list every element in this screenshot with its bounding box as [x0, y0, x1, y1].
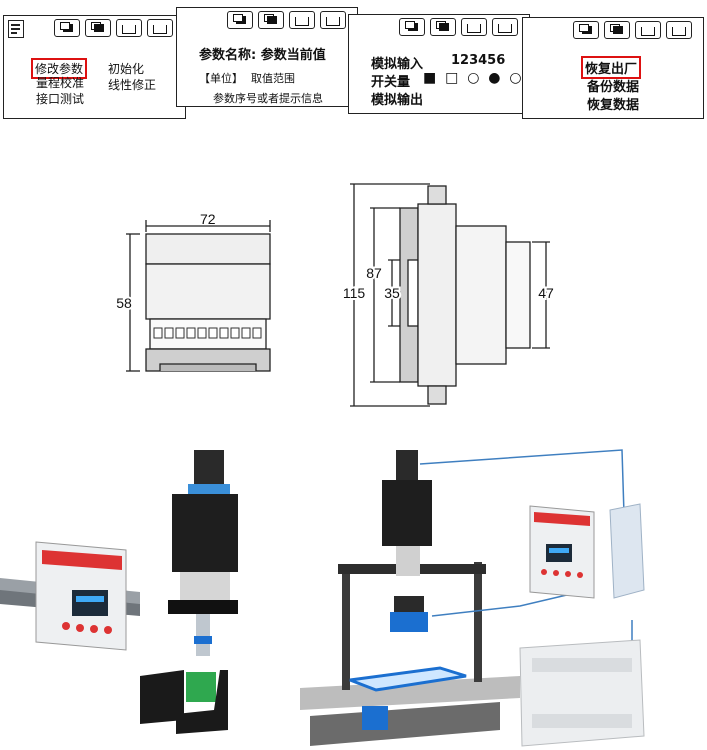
dim-front-width: 72	[200, 211, 216, 227]
return-icon[interactable]	[461, 18, 487, 36]
dim-side-inner: 35	[384, 285, 400, 301]
din-rail-meter	[0, 541, 140, 651]
dim-side-total: 115	[343, 285, 366, 301]
menu-item-backup[interactable]: 备份数据	[587, 80, 640, 95]
servo-press-assembly	[140, 450, 238, 734]
switch-status-icons: ■ □ ○ ● ○	[423, 70, 524, 86]
menu-item-range-calibration[interactable]: 量程校准	[36, 76, 85, 90]
terminal-row	[153, 327, 262, 339]
analog-input-value: 123456	[451, 53, 506, 68]
front-view	[126, 220, 271, 372]
menu-item-factory-reset[interactable]: 恢复出厂	[581, 56, 642, 79]
menu-item-modify-params[interactable]: 修改参数	[31, 58, 88, 79]
din-meter-right	[529, 505, 595, 599]
dim-side-mid: 87	[366, 265, 382, 281]
power-supply	[609, 503, 645, 599]
dim-front-height: 58	[116, 295, 132, 311]
plc-module	[519, 639, 645, 747]
return-icon[interactable]	[147, 19, 173, 37]
param-range: 取值范围	[251, 72, 295, 85]
analog-input-label: 模拟输入	[371, 57, 424, 72]
application-illustrations	[0, 449, 645, 747]
return-icon[interactable]	[492, 18, 518, 36]
window-icon[interactable]	[258, 11, 284, 29]
signal-wires	[419, 449, 633, 661]
return-icon[interactable]	[635, 21, 661, 39]
test-stand	[300, 450, 520, 746]
switch-label: 开关量	[371, 75, 411, 90]
param-hint: 参数序号或者提示信息	[213, 92, 323, 105]
param-unit: 【单位】	[199, 72, 243, 85]
window-icon[interactable]	[399, 18, 425, 36]
restore-panel: 恢复出厂 备份数据 恢复数据	[522, 17, 704, 119]
return-icon[interactable]	[666, 21, 692, 39]
menu-icon	[8, 20, 24, 38]
return-icon[interactable]	[320, 11, 346, 29]
window-icon[interactable]	[604, 21, 630, 39]
param-title: 参数名称: 参数当前值	[199, 48, 326, 63]
window-icon[interactable]	[430, 18, 456, 36]
menu-item-interface-test[interactable]: 接口测试	[36, 92, 85, 106]
return-icon[interactable]	[116, 19, 142, 37]
dimension-drawings: 72 58 115 87 35 47	[114, 183, 556, 407]
dim-side-depth: 47	[538, 285, 554, 301]
analog-output-label: 模拟输出	[371, 93, 424, 108]
window-icon[interactable]	[227, 11, 253, 29]
io-panel: 模拟输入 123456 开关量 ■ □ ○ ● ○ 模拟输出	[348, 14, 530, 114]
return-icon[interactable]	[289, 11, 315, 29]
side-view	[350, 183, 550, 407]
menu-panel-main: 修改参数 量程校准 接口测试 初始化 线性修正	[3, 15, 186, 119]
window-icon[interactable]	[573, 21, 599, 39]
param-panel: 参数名称: 参数当前值 【单位】 取值范围 参数序号或者提示信息	[176, 7, 358, 107]
menu-item-restore[interactable]: 恢复数据	[587, 98, 640, 113]
menu-item-initialize[interactable]: 初始化	[108, 62, 145, 76]
window-icon[interactable]	[85, 19, 111, 37]
window-icon[interactable]	[54, 19, 80, 37]
menu-item-linear-correction[interactable]: 线性修正	[108, 78, 157, 92]
